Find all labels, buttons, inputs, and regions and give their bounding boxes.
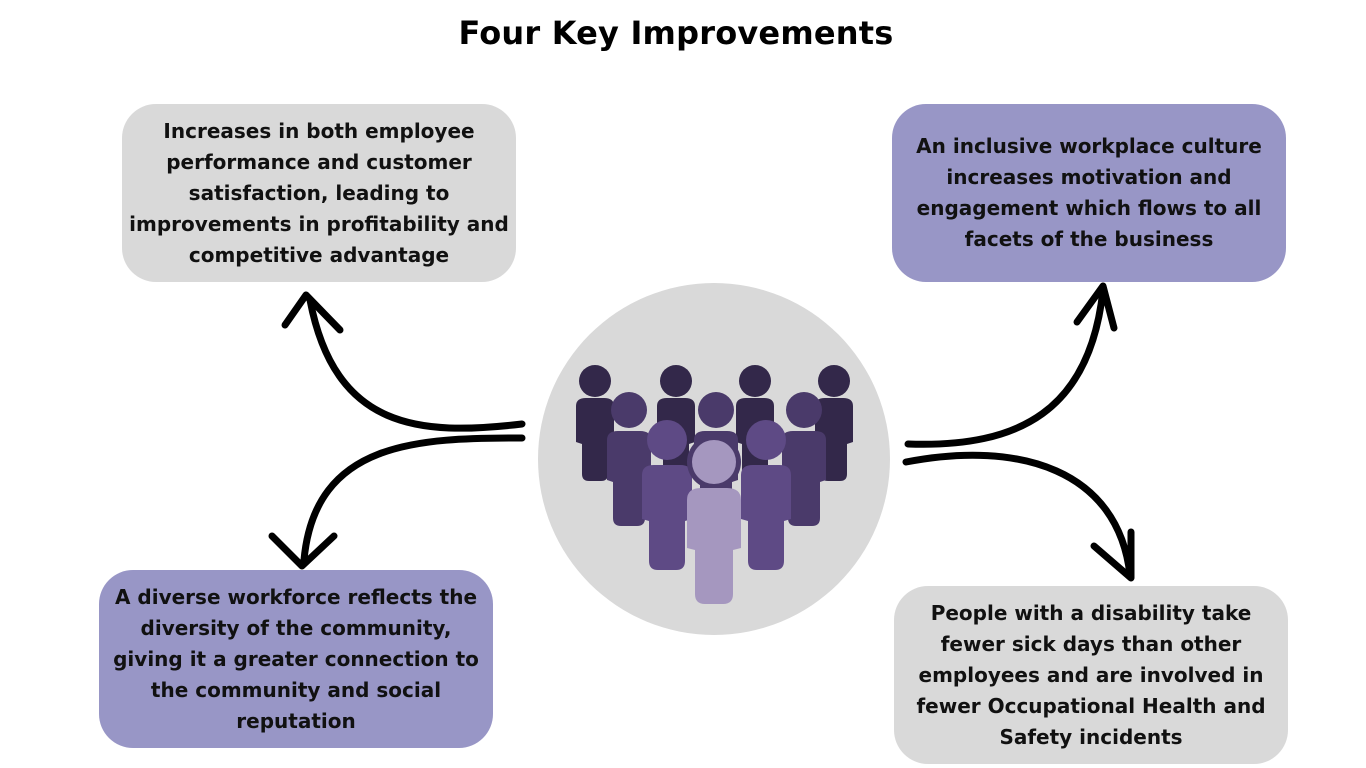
arrow-top-right xyxy=(904,282,1118,448)
improvement-text-performance: Increases in both employee performance a… xyxy=(129,118,509,267)
improvement-text-culture: An inclusive workplace culture increases… xyxy=(916,134,1262,251)
arrow-top-left xyxy=(281,291,526,432)
arrow-bottom-right xyxy=(902,451,1135,582)
page-title: Four Key Improvements xyxy=(458,14,894,52)
improvement-box-performance: Increases in both employee performance a… xyxy=(122,104,516,282)
group-of-people-icon xyxy=(576,365,853,604)
arrow-bottom-left xyxy=(268,434,526,570)
improvement-text-health-safety: People with a disability take fewer sick… xyxy=(916,600,1266,749)
improvement-box-community: A diverse workforce reflects the diversi… xyxy=(99,570,493,748)
improvement-text-community: A diverse workforce reflects the diversi… xyxy=(113,584,479,733)
improvement-box-culture: An inclusive workplace culture increases… xyxy=(892,104,1286,282)
improvement-box-health-safety: People with a disability take fewer sick… xyxy=(894,586,1288,764)
